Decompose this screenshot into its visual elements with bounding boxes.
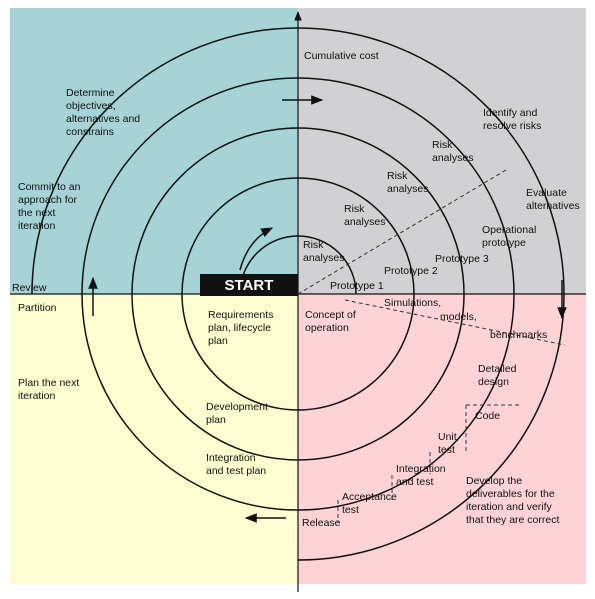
start-box bbox=[200, 274, 298, 296]
spiral-lower-2 bbox=[131, 293, 465, 461]
cumulative-cost-label: Cumulative cost bbox=[304, 50, 379, 62]
review-label: Review bbox=[12, 282, 47, 294]
spiral bbox=[31, 27, 565, 561]
spiral-lower-4 bbox=[297, 293, 565, 561]
integration-test-plan-label: Integration and test plan bbox=[206, 452, 266, 477]
spiral-loop-5 bbox=[31, 27, 565, 295]
prototype-1-label: Prototype 1 bbox=[330, 280, 384, 292]
spiral-loop-1 bbox=[239, 235, 357, 295]
integration-and-test-label: Integration and test bbox=[396, 463, 449, 488]
prototype-2-label: Prototype 2 bbox=[384, 265, 438, 277]
evaluate-alternatives-label: Evaluate alternatives bbox=[526, 187, 580, 212]
risk-analyses-3: Risk analyses bbox=[387, 170, 428, 195]
prototype-3-label: Prototype 3 bbox=[435, 253, 489, 265]
partition-label: Partition bbox=[18, 302, 57, 314]
quadrant-top-left bbox=[10, 8, 298, 294]
concept-of-operation-label: Concept of operation bbox=[305, 309, 359, 334]
spiral-lower-3 bbox=[81, 293, 515, 511]
identify-risks-label: Identify and resolve risks bbox=[483, 107, 541, 132]
quadrant-top-right bbox=[298, 8, 586, 294]
spiral-loop-2 bbox=[181, 177, 415, 295]
risk-analyses-1: Risk analyses bbox=[303, 239, 344, 264]
operational-prototype-label: Operational prototype bbox=[482, 224, 539, 249]
development-plan-label: Development plan bbox=[206, 401, 271, 426]
spiral-loop-4 bbox=[81, 77, 515, 295]
spiral-lower-1 bbox=[181, 293, 415, 411]
start-arrow bbox=[239, 227, 274, 271]
acceptance-test-label: Acceptance test bbox=[342, 491, 400, 516]
release-label: Release bbox=[302, 517, 341, 529]
code-label: Code bbox=[475, 410, 500, 422]
detailed-design-label: Detailed design bbox=[478, 363, 519, 388]
determine-objectives-label: Determine objectives, alternatives and c… bbox=[66, 87, 143, 138]
models-label: models, bbox=[440, 311, 477, 323]
commit-approach-label: Commit to an approach for the next itera… bbox=[18, 181, 83, 232]
requirements-plan-label: Requirements plan, lifecycle plan bbox=[208, 309, 276, 347]
unit-test-label: Unit test bbox=[438, 431, 460, 456]
spiral-loop-3 bbox=[131, 127, 465, 295]
simulations-label: Simulations, bbox=[384, 297, 441, 309]
risk-analyses-4: Risk analyses bbox=[432, 139, 473, 164]
risk-analyses-2: Risk analyses bbox=[344, 203, 385, 228]
plan-next-iteration-label: Plan the next iteration bbox=[18, 377, 82, 402]
dashed-lines bbox=[297, 169, 566, 522]
quadrant-bottom-left bbox=[10, 294, 298, 584]
quadrant-bottom-right bbox=[298, 294, 586, 584]
start-label: START bbox=[225, 277, 274, 294]
develop-deliverables-label: Develop the deliverables for the iterati… bbox=[466, 475, 559, 526]
benchmarks-label: benchmarks bbox=[490, 329, 547, 341]
